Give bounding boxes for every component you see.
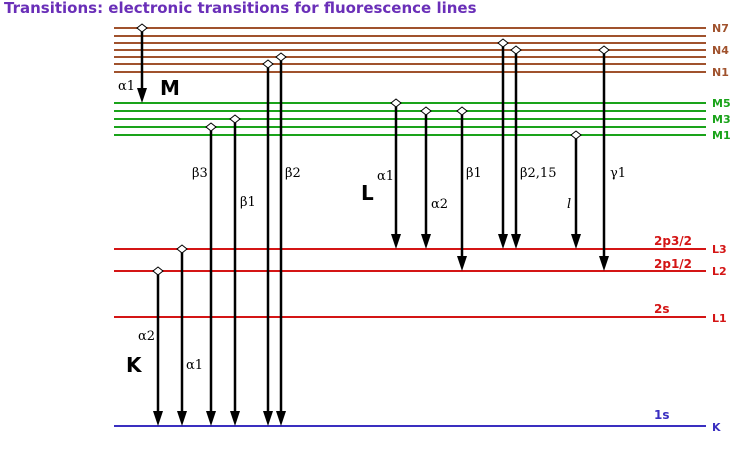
arrow-head: [276, 411, 286, 426]
arrow-head: [137, 88, 147, 103]
n-shell-lines: [114, 27, 706, 73]
shell-label-n7: N7: [712, 22, 729, 35]
arrow-origin-marker: [205, 122, 217, 132]
shell-label-l2: L2: [712, 265, 727, 278]
arrow-head: [177, 411, 187, 426]
arrow-origin-marker: [152, 266, 164, 276]
shell-label-m3: M3: [712, 113, 731, 126]
transition-label-k-beta2: β2: [285, 166, 301, 181]
shell-label-n1: N1: [712, 66, 729, 79]
arrow-head: [457, 256, 467, 271]
arrow-origin-marker: [456, 106, 468, 116]
l-shell-lines: [114, 248, 706, 318]
arrow-origin-marker: [570, 130, 582, 140]
transition-label-l-l: l: [567, 197, 571, 212]
series-label-l: L: [361, 181, 374, 205]
orbital-label-2s: 2s: [654, 302, 670, 316]
arrow-origin-marker: [510, 45, 522, 55]
transition-label-l-alpha1: α1: [377, 169, 394, 184]
transition-label-l-beta215: β2,15: [520, 166, 556, 181]
transition-label-k-beta1: β1: [240, 195, 256, 210]
arrow-l-beta1: [456, 106, 468, 271]
transition-label-k-alpha2: α2: [138, 329, 155, 344]
arrow-k-beta2b: [275, 52, 287, 426]
shell-label-l3: L3: [712, 243, 727, 256]
series-label-m: M: [160, 76, 180, 100]
arrow-origin-marker: [420, 106, 432, 116]
arrow-l-alpha2: [420, 106, 432, 249]
arrow-head: [421, 234, 431, 249]
transition-label-l-alpha2: α2: [431, 197, 448, 212]
arrow-m-alpha1: [136, 23, 148, 103]
shell-label-n4: N4: [712, 44, 729, 57]
arrow-k-alpha1: [176, 244, 188, 426]
arrow-l-beta215a: [497, 38, 509, 249]
transition-label-k-beta3: β3: [192, 166, 208, 181]
arrow-head: [206, 411, 216, 426]
transition-label-l-beta1: β1: [466, 166, 482, 181]
arrow-head: [230, 411, 240, 426]
arrow-head: [391, 234, 401, 249]
transition-label-m-alpha1: α1: [118, 79, 135, 94]
arrow-origin-marker: [229, 114, 241, 124]
arrow-head: [498, 234, 508, 249]
arrow-head: [263, 411, 273, 426]
arrow-origin-marker: [497, 38, 509, 48]
shell-label-m5: M5: [712, 97, 731, 110]
arrow-head: [511, 234, 521, 249]
arrow-origin-marker: [136, 23, 148, 33]
shell-label-m1: M1: [712, 129, 731, 142]
arrow-origin-marker: [390, 98, 402, 108]
arrow-origin-marker: [262, 59, 274, 69]
m-shell-lines: [114, 102, 706, 136]
arrow-k-beta3: [205, 122, 217, 426]
arrow-origin-marker: [598, 45, 610, 55]
page-title: Transitions: electronic transitions for …: [4, 0, 477, 17]
shell-label-k: K: [712, 421, 721, 434]
transition-label-k-alpha1: α1: [186, 358, 203, 373]
transition-label-l-gamma1: γ1: [610, 166, 626, 181]
transition-arrows: [136, 23, 610, 426]
arrow-head: [599, 256, 609, 271]
orbital-label-1s: 1s: [654, 408, 670, 422]
arrow-origin-marker: [176, 244, 188, 254]
arrow-head: [153, 411, 163, 426]
arrow-origin-marker: [275, 52, 287, 62]
arrow-k-beta2a: [262, 59, 274, 426]
shell-label-l1: L1: [712, 312, 727, 325]
arrow-l-beta215b: [510, 45, 522, 249]
arrow-l-gamma1: [598, 45, 610, 271]
series-label-k: K: [126, 353, 143, 377]
arrow-head: [571, 234, 581, 249]
arrow-k-alpha2: [152, 266, 164, 426]
arrow-k-beta1: [229, 114, 241, 426]
orbital-label-2p1-2: 2p1/2: [654, 257, 692, 271]
orbital-label-2p3-2: 2p3/2: [654, 234, 692, 248]
arrow-l-l: [570, 130, 582, 249]
arrow-l-alpha1: [390, 98, 402, 249]
